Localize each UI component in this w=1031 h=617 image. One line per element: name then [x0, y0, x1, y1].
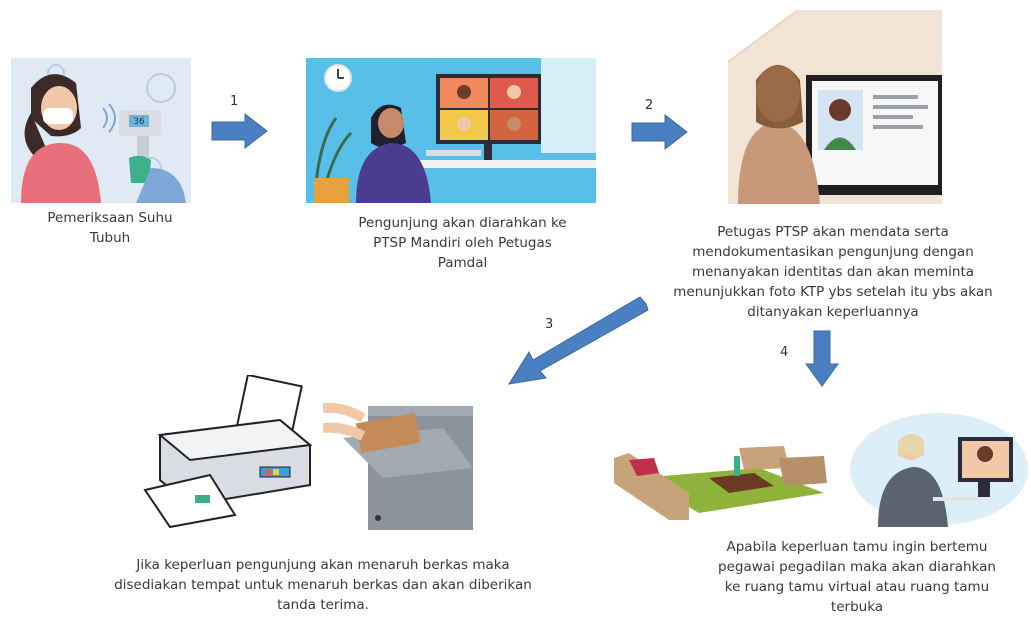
- step-2-caption: Pengunjung akan diarahkan ke PTSP Mandir…: [358, 215, 567, 271]
- file-drop-box-illustration: [323, 398, 500, 530]
- step-4-caption: Jika keperluan pengunjung akan menaruh b…: [114, 557, 532, 613]
- arrow-label-4: 4: [780, 345, 789, 360]
- arrow-label-3: 3: [545, 317, 554, 332]
- printer-illustration: [140, 375, 320, 530]
- step-3-caption: Petugas PTSP akan mendata serta mendokum…: [673, 224, 993, 320]
- ptsp-officer-illustration: [728, 10, 942, 204]
- step-1-caption: Pemeriksaan Suhu Tubuh: [47, 210, 173, 246]
- temperature-check-illustration: 36: [11, 58, 191, 203]
- arrow-right-1: [211, 113, 269, 149]
- arrow-diagonal-3: [505, 296, 650, 388]
- arrow-label-1: 1: [230, 94, 239, 109]
- arrow-down-4: [805, 330, 839, 388]
- video-conference-illustration: [306, 58, 596, 203]
- virtual-meeting-illustration: [848, 412, 1030, 527]
- arrow-label-2: 2: [645, 98, 654, 113]
- thermometer-reading: 36: [133, 117, 145, 127]
- arrow-right-2: [631, 114, 689, 150]
- guest-room-illustration: [609, 438, 834, 520]
- step-5-caption: Apabila keperluan tamu ingin bertemu peg…: [718, 539, 996, 615]
